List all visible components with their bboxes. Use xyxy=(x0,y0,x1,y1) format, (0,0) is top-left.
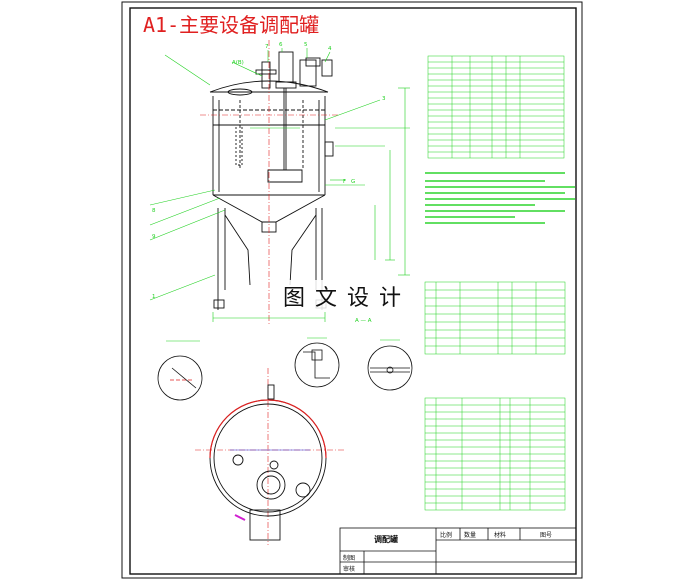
title-block-col-material: 材料 xyxy=(494,532,507,539)
drawing-labels: A(B) 7 6 5 4 3 8 9 1 F G A — A xyxy=(152,42,386,324)
section-label: A — A xyxy=(355,318,372,324)
parts-table xyxy=(424,397,566,511)
title-block-checked-by: 审核 xyxy=(343,566,356,573)
top-number-4: 4 xyxy=(328,46,332,52)
title-block-col-scale: 比例 xyxy=(440,532,453,539)
detail-titles xyxy=(166,337,400,342)
spec-table-top xyxy=(427,55,565,159)
side-number-1: 1 xyxy=(152,294,156,300)
vessel-top-view xyxy=(209,384,327,541)
detail-views xyxy=(157,342,413,401)
watermark-text: 图文设计 xyxy=(279,280,416,312)
top-number-7: 7 xyxy=(265,44,269,50)
view-a-label: A(B) xyxy=(232,60,244,66)
side-label-f: F xyxy=(343,179,346,185)
page-title: A1-主要设备调配罐 xyxy=(143,13,320,37)
top-number-5: 5 xyxy=(304,42,308,48)
title-block-col-qty: 数量 xyxy=(464,532,477,539)
title-block-drawn-by: 制图 xyxy=(343,555,356,562)
side-number-8: 8 xyxy=(152,208,156,214)
title-block xyxy=(339,527,577,575)
side-number-3: 3 xyxy=(382,96,386,102)
title-block-name: 调配罐 xyxy=(374,535,398,544)
vessel-front-view xyxy=(209,51,334,310)
top-number-6: 6 xyxy=(279,42,283,48)
title-block-col-drawing-no: 图号 xyxy=(540,532,553,539)
side-number-9: 9 xyxy=(152,234,156,240)
dimension-lines xyxy=(149,48,410,322)
spec-table-notes xyxy=(425,172,575,224)
side-label-g: G xyxy=(351,179,355,185)
nozzle-table xyxy=(424,281,566,355)
outer-frame xyxy=(121,1,583,579)
